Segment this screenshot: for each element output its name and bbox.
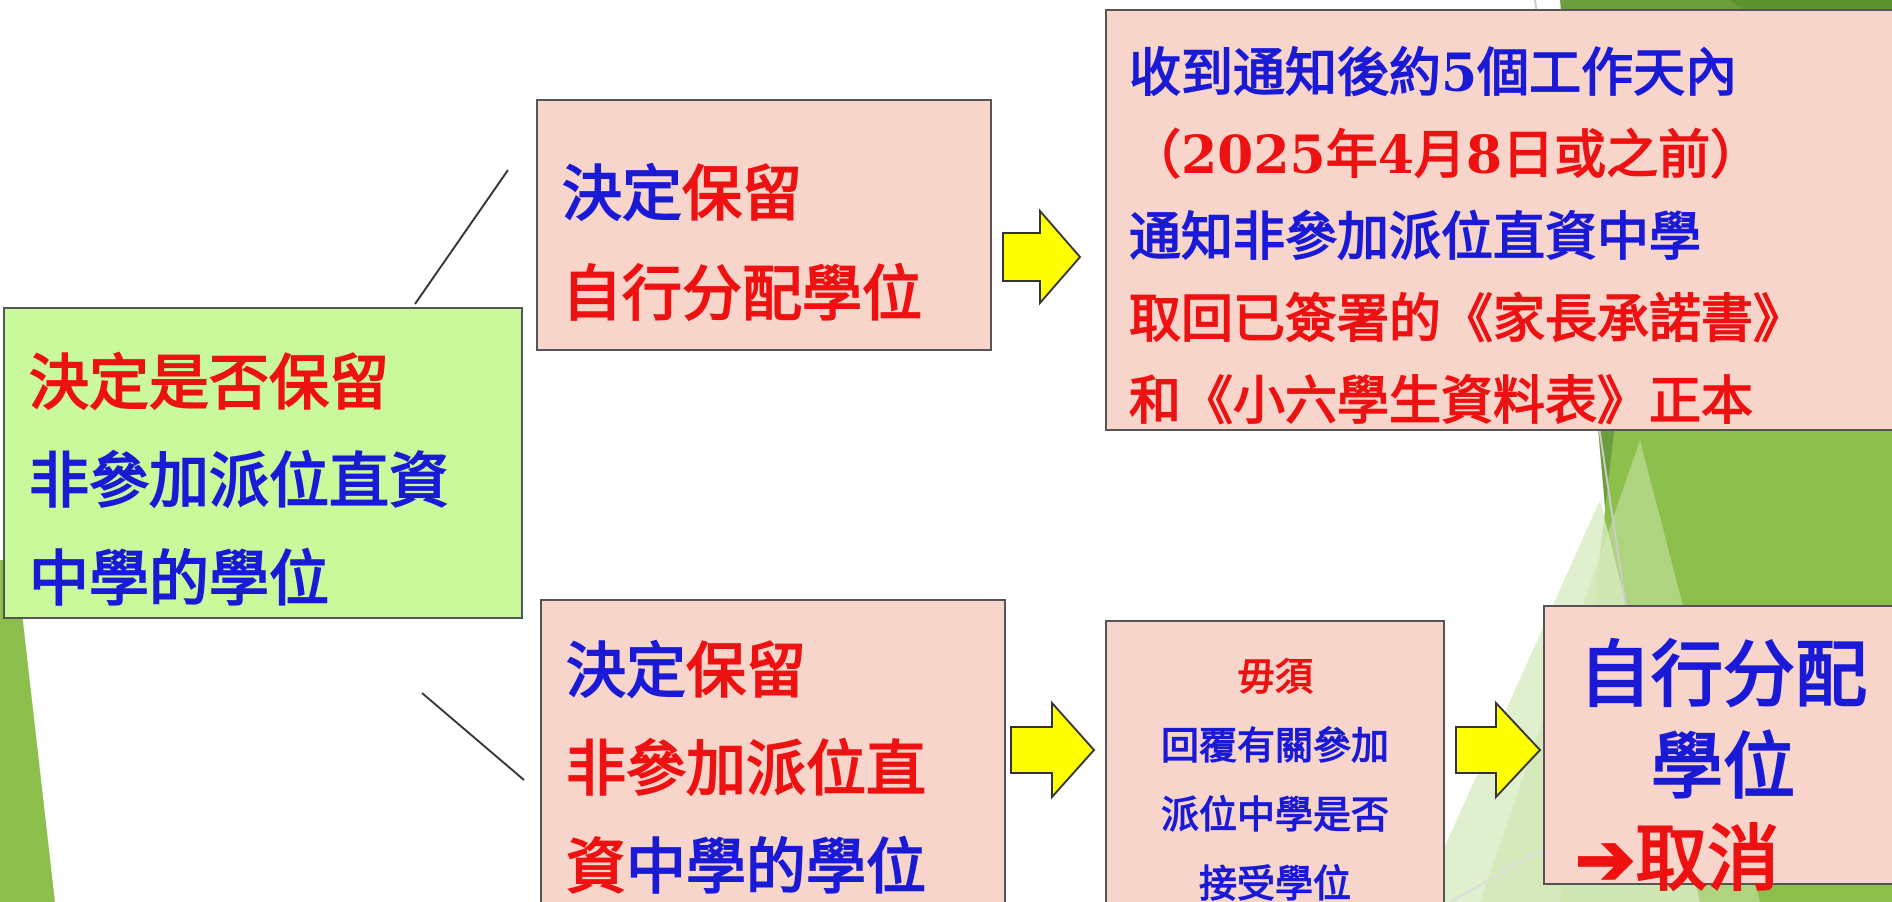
bottom-option-line-3: 資中學的學位 [566,819,1004,902]
bottom-result-line-2: 學位 [1650,724,1795,809]
right-block-arrow-icon [1455,700,1542,800]
root-decision-box: 決定是否保留 非參加派位直資 中學的學位 [3,307,523,619]
top-result-box: 收到通知後約5個工作天內 （2025年4月8日或之前） 通知非參加派位直資中學 … [1105,9,1892,432]
bottom-result-box: 自行分配 學位 ➔取消 [1543,605,1892,901]
bottom-action-line-2: 回覆有關參加 [1160,723,1389,768]
top-option-line-2: 自行分配學位 [562,260,922,330]
top-result-line-5: 和《小六學生資料表》正本 [1129,371,1754,432]
top-option-keep: 保留 [682,160,802,230]
bottom-option-line-1: 決定保留 [566,623,1004,721]
connector-top [414,169,509,305]
root-line-1: 決定是否保留 [29,349,389,419]
top-result-line-2: （2025年4月8日或之前） [1129,125,1763,186]
bottom-result-cancel: 取消 [1635,816,1780,901]
bottom-option-line-3b: 中學的學位 [626,833,926,902]
top-result-line-1: 收到通知後約5個工作天內 [1129,43,1738,104]
right-block-arrow-icon [1002,208,1082,306]
bottom-option-line-2: 非參加派位直 [566,735,926,805]
bottom-option-keep: 保留 [686,637,806,707]
right-arrow-icon: ➔ [1575,816,1636,901]
root-line-3: 中學的學位 [29,545,329,615]
bottom-action-line-1: 毋須 [1236,654,1313,699]
bottom-action-line-4: 接受學位 [1198,861,1351,902]
top-result-line-4: 取回已簽署的《家長承諾書》 [1129,289,1806,350]
top-option-decide: 決定 [562,160,682,230]
connector-bottom [421,692,525,781]
bottom-option-line-3a: 資 [566,833,626,902]
top-option-line-1: 決定保留 [562,145,990,245]
bottom-option-box: 決定保留 非參加派位直 資中學的學位 [540,599,1006,902]
bottom-action-line-3: 派位中學是否 [1160,792,1389,837]
right-block-arrow-icon [1010,700,1096,800]
bg-facet-left [0,560,55,902]
top-option-box: 決定保留 自行分配學位 [536,99,992,351]
bottom-action-box: 毋須 回覆有關參加 派位中學是否 接受學位 [1105,620,1445,902]
bottom-result-line-3: ➔取消 [1545,813,1892,902]
root-line-2: 非參加派位直資 [29,447,449,517]
bottom-option-decide: 決定 [566,637,686,707]
top-result-line-3: 通知非參加派位直資中學 [1129,207,1702,268]
bottom-result-line-1: 自行分配 [1578,632,1867,717]
